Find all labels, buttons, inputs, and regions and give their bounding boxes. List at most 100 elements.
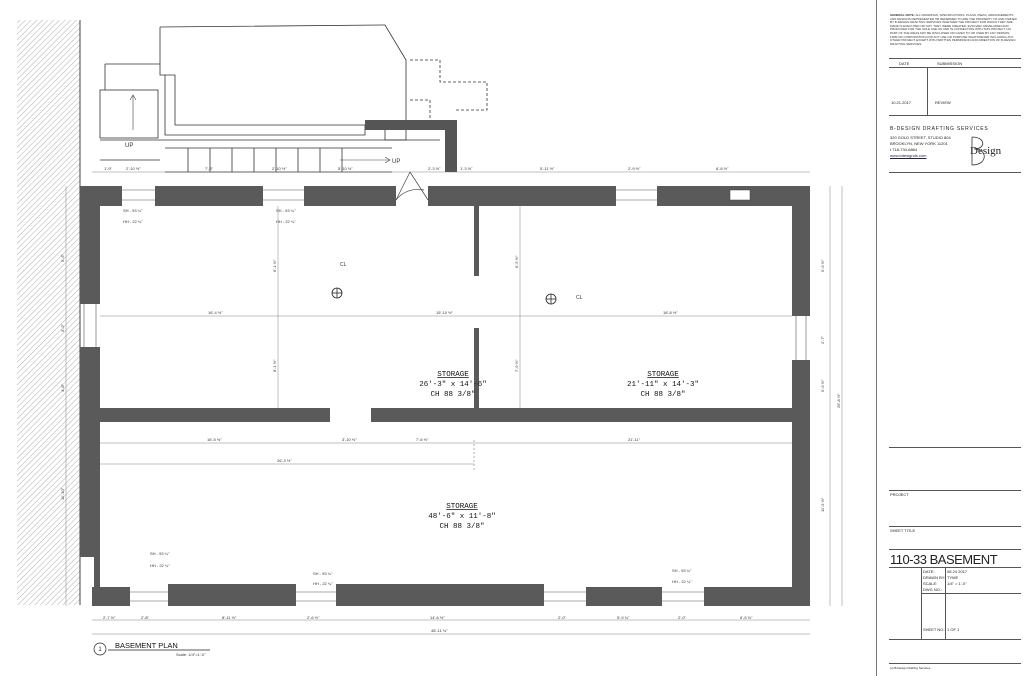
dimension-left: 5'-5" <box>60 253 65 262</box>
logo-lettering: Design <box>970 145 1002 157</box>
dimension-right-total: 26'-8 ½" <box>836 393 841 408</box>
dimension-top: 2'-9 ½" <box>628 166 641 171</box>
dimension-top: 2'-3 ½" <box>428 166 441 171</box>
dimension-left: 11'-10" <box>60 487 65 500</box>
plan-title-number: 1 <box>98 647 102 653</box>
plan-annotations: STORAGE 26'-3" x 14'-6" CH 88 3/8" STORA… <box>60 143 841 657</box>
dimension-left: 4'-8" <box>60 383 65 392</box>
dimension-interior: 6'-1 ½" <box>272 259 277 272</box>
firm-address-2: BROOKLYN, NEW YORK 11201 <box>890 141 948 146</box>
dimension-interior: 16'-5 ½" <box>207 437 222 442</box>
general-note: GENERAL NOTE: ALL DRAWINGS, SPECIFICATIO… <box>890 13 1017 46</box>
divider <box>889 58 1021 59</box>
scale-value: 1/4" = 1'-0" <box>947 581 967 586</box>
submission-value: REVIEW <box>935 100 951 105</box>
divider <box>889 490 1021 491</box>
adjacent-building-hatch <box>17 20 80 605</box>
divider <box>889 447 1021 448</box>
divider <box>889 663 1021 664</box>
date-header: DATE <box>899 61 910 66</box>
dimension-interior: 15'-10 ½" <box>436 310 453 315</box>
dimension-bottom: 2'-8" <box>141 615 150 620</box>
centerline-mark: CL <box>340 262 347 268</box>
window-note-hh: HH - 22 ¼" <box>123 219 143 224</box>
room-ceiling-height: CH 88 3/8" <box>430 391 475 399</box>
divider <box>889 549 1021 550</box>
sheet-no-value: 1 OF 1 <box>947 627 960 632</box>
drawn-by-label: DRAWN BY: <box>923 575 946 580</box>
window-note-hh: HH - 22 ¼" <box>276 219 296 224</box>
dimension-top: 2'-10 ½" <box>272 166 287 171</box>
submission-header: SUBMISSION <box>937 61 963 66</box>
dimension-right: 5'-9 ½" <box>820 259 825 272</box>
dimension-bottom-total: 48'-11 ¾" <box>431 628 448 633</box>
stair-arrows <box>129 94 391 164</box>
room-ceiling-height: CH 88 3/8" <box>439 523 484 531</box>
plan-title-text: BASEMENT PLAN <box>115 641 178 650</box>
dimension-interior: 16'-4 ½" <box>208 310 223 315</box>
firm-website-link[interactable]: www.bdesignds.com <box>890 153 927 158</box>
exterior-walls <box>80 186 810 606</box>
room-name: STORAGE <box>437 371 469 379</box>
divider <box>889 567 1021 568</box>
dimension-interior: 21'-11" <box>628 437 641 442</box>
plan-title <box>93 642 210 656</box>
window-note-hh: HH - 22 ¼" <box>313 581 333 586</box>
date-value: 10.21.2017 <box>891 100 912 105</box>
ceiling-light-icon <box>331 287 557 305</box>
dimension-right: 11'-9 ½" <box>820 497 825 512</box>
title-block: GENERAL NOTE: ALL DRAWINGS, SPECIFICATIO… <box>876 0 1024 676</box>
dimension-interior: 18'-8 ½" <box>663 310 678 315</box>
window-note-sh: SH - 93 ¼" <box>123 208 143 213</box>
centerline-mark: CL <box>576 295 583 301</box>
divider <box>945 567 946 639</box>
firm-name: B-DESIGN DRAFTING SERVICES <box>890 126 989 132</box>
interior-walls <box>100 206 792 422</box>
date-field-value: 08 24 2017 <box>947 569 968 574</box>
dimension-top: 1'-3 ½" <box>460 166 473 171</box>
window-note-sh: SH - 93 ¼" <box>313 571 333 576</box>
dimension-top: 6'-8 ½" <box>716 166 729 171</box>
room-name: STORAGE <box>647 371 679 379</box>
dimension-interior: 8'-1 ½" <box>272 359 277 372</box>
dimension-bottom: 6'-5 ½" <box>740 615 753 620</box>
firm-phone: t 718-734-6864 <box>890 147 918 152</box>
dimension-bottom: 8'-11 ½" <box>222 615 237 620</box>
dimension-interior: 3'-10 ½" <box>342 437 357 442</box>
dimension-top: 1'-9" <box>104 166 113 171</box>
window-note-hh: HH - 22 ¼" <box>150 563 170 568</box>
scale-label: SCALE: <box>923 581 938 586</box>
dimension-bottom: 2'-7 ½" <box>103 615 116 620</box>
firm-address-1: 320 GOLD STREET, STUDIO 804 <box>890 135 951 140</box>
dwg-no-label: DWG NO.: <box>923 587 943 592</box>
dimension-top: 5'-11 ½" <box>540 166 555 171</box>
divider <box>921 567 922 639</box>
divider <box>889 115 1021 116</box>
plan-title-scale: Scale: 1/4"=1'-0" <box>176 652 206 657</box>
divider <box>921 593 1021 594</box>
window-note-sh: SH - 93 ¼" <box>672 568 692 573</box>
firm-logo: Design <box>966 135 1016 167</box>
dimension-lines <box>65 171 843 635</box>
floor-plan-drawing <box>17 20 843 656</box>
dimension-interior: 7'-9 ½" <box>514 359 519 372</box>
divider <box>927 67 928 115</box>
dimension-top: 5'-10 ½" <box>338 166 353 171</box>
dimension-interior: 26'-3 ½" <box>277 458 292 463</box>
date-field-label: DATE: <box>923 569 935 574</box>
drawn-by-value: TYME <box>947 575 959 580</box>
dimension-bottom: 2'-6 ½" <box>307 615 320 620</box>
windows <box>83 189 807 602</box>
room-ceiling-height: CH 88 3/8" <box>640 391 685 399</box>
dimension-top: 2'-10 ½" <box>126 166 141 171</box>
room-size: 21'-11" x 14'-3" <box>627 381 699 389</box>
room-name: STORAGE <box>446 503 478 511</box>
dimension-bottom: 2'-0" <box>678 615 687 620</box>
entry-door[interactable] <box>395 171 429 201</box>
stair-up-label: UP <box>125 143 133 149</box>
dimension-bottom: 2'-0" <box>558 615 567 620</box>
window-note-sh: SH - 93 ¼" <box>150 551 170 556</box>
dimension-left: 3'-2" <box>60 323 65 332</box>
divider <box>889 639 1021 640</box>
window-note-hh: HH - 22 ¼" <box>672 579 692 584</box>
